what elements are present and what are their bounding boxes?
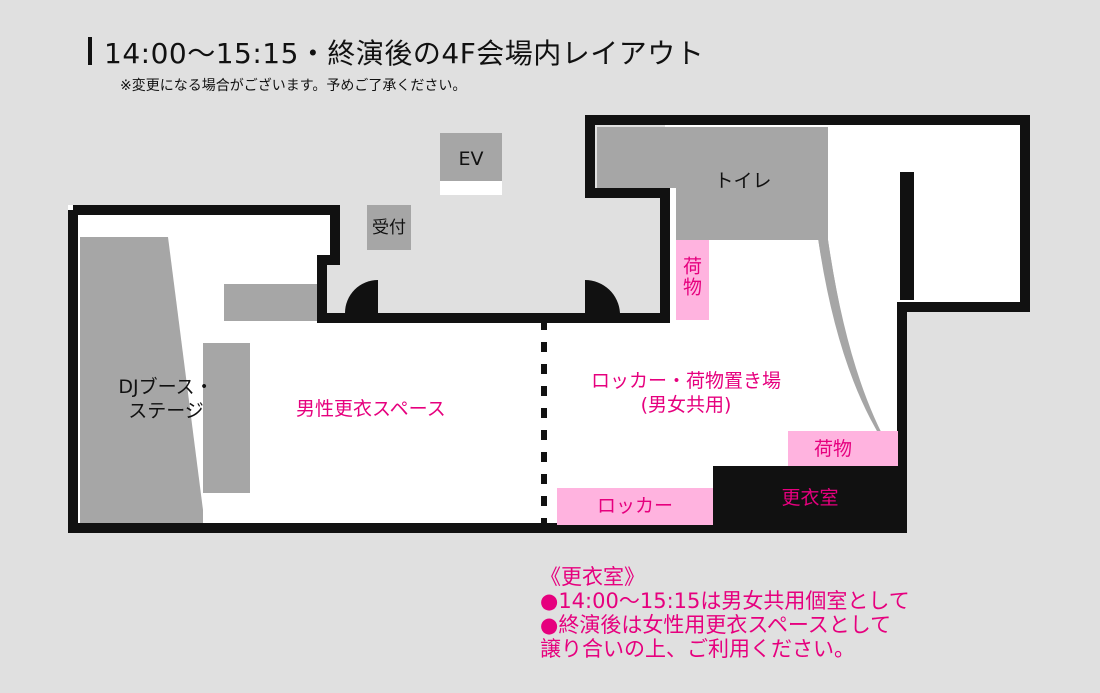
notes-line-2: ●終演後は女性用更衣スペースとして: [540, 613, 892, 637]
dj-booth-label-line1: DJブース・: [118, 376, 214, 398]
changing-room-notes: 《更衣室》 ●14:00〜15:15は男女共用個室として ●終演後は女性用更衣ス…: [540, 565, 910, 661]
notes-line-3: 譲り合いの上、ご利用ください。: [540, 637, 855, 661]
upper-shelf: [224, 284, 320, 321]
dj-booth-label: DJブース・ ステージ: [86, 376, 246, 424]
luggage-top-label: 荷物: [680, 256, 702, 298]
stage-area: [80, 237, 203, 525]
luggage-shelf-right: [788, 431, 898, 466]
inner-wall-stub: [900, 172, 914, 300]
notes-line-1: ●14:00〜15:15は男女共用個室として: [540, 589, 910, 613]
dj-booth-label-line2: ステージ: [128, 399, 204, 422]
luggage-right-label: 荷物: [813, 438, 852, 460]
locker-area-label-line1: ロッカー・荷物置き場: [590, 370, 781, 392]
walls: [68, 115, 1030, 533]
locker-area-label: ロッカー・荷物置き場 (男女共用): [556, 370, 816, 418]
locker-label: ロッカー: [596, 495, 673, 517]
dj-table: [203, 343, 250, 493]
mens-changing-label: 男性更衣スペース: [296, 398, 446, 420]
door-swing-right: [585, 279, 620, 313]
page-subtitle: ※変更になる場合がございます。予めご了承ください。: [120, 78, 467, 94]
ev-door: [440, 181, 502, 195]
page-title: 14:00〜15:15・終演後の4F会場内レイアウト: [104, 37, 705, 70]
notes-heading: 《更衣室》: [540, 565, 645, 589]
door-swing-left: [345, 280, 378, 313]
luggage-shelf-top: [676, 240, 709, 320]
ev-shaft: [440, 133, 502, 181]
locker-area-label-line2: (男女共用): [640, 393, 732, 416]
reception-desk: [367, 205, 411, 250]
reception-label: 受付: [372, 218, 406, 238]
ev-label: EV: [458, 148, 484, 170]
locker-unit: [557, 488, 713, 525]
title-accent-bar: [88, 37, 92, 65]
changing-room-label: 更衣室: [781, 487, 839, 509]
toilet-label: トイレ: [714, 170, 772, 192]
partition-wedge: [818, 130, 900, 465]
changing-room-block: [713, 466, 907, 530]
toilet-area: [597, 127, 828, 240]
